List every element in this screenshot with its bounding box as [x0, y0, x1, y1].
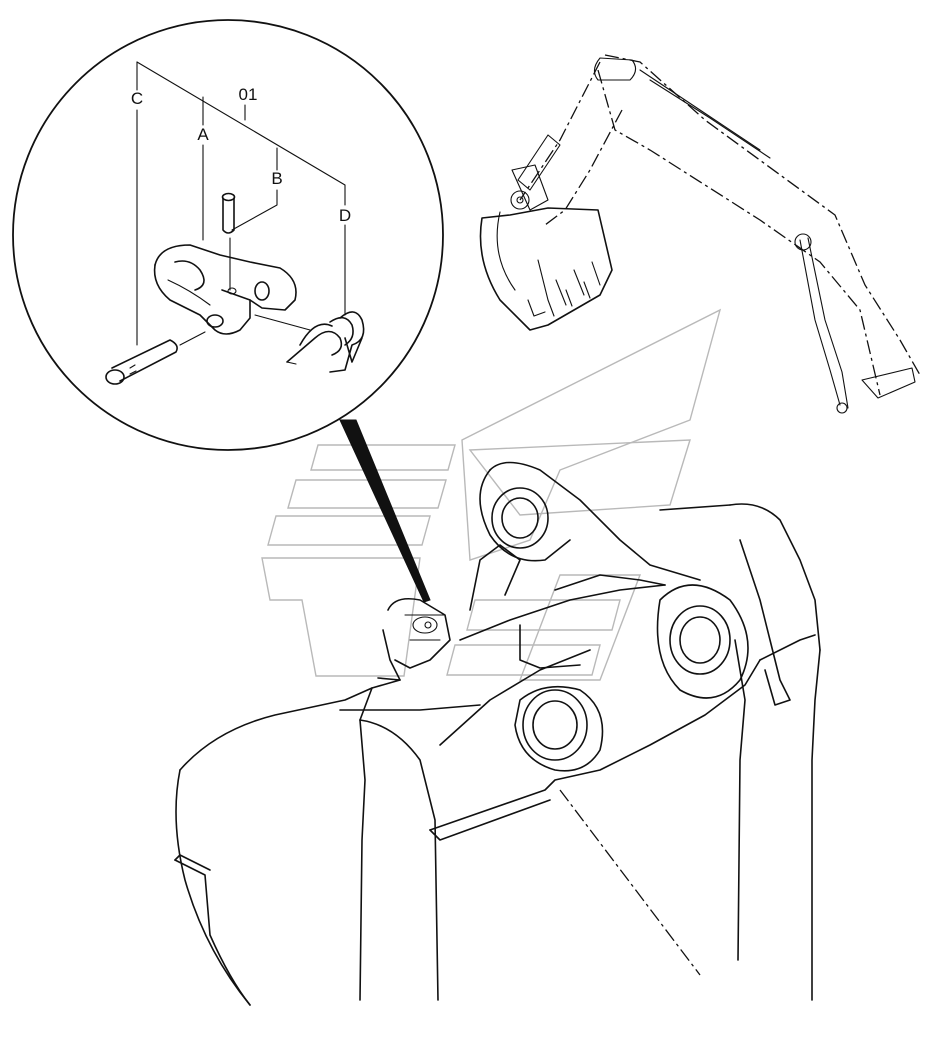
callout-leader [339, 419, 431, 603]
part-label-b: B [271, 169, 282, 188]
spring-clip [286, 311, 365, 373]
hook-body [153, 244, 311, 335]
part-label-d: D [339, 206, 351, 225]
excavator-overview [479, 54, 921, 414]
callout-parts: C 01 A B D [105, 61, 365, 385]
bucket-linkage [174, 461, 821, 1006]
dowel-pin [221, 192, 236, 291]
part-label-a: A [197, 125, 209, 144]
detail-callout-circle [12, 19, 444, 451]
pivot-pin [105, 331, 206, 385]
part-label-c: C [131, 89, 143, 108]
assembly-label: 01 [239, 85, 258, 104]
watermark-logo [261, 308, 722, 681]
